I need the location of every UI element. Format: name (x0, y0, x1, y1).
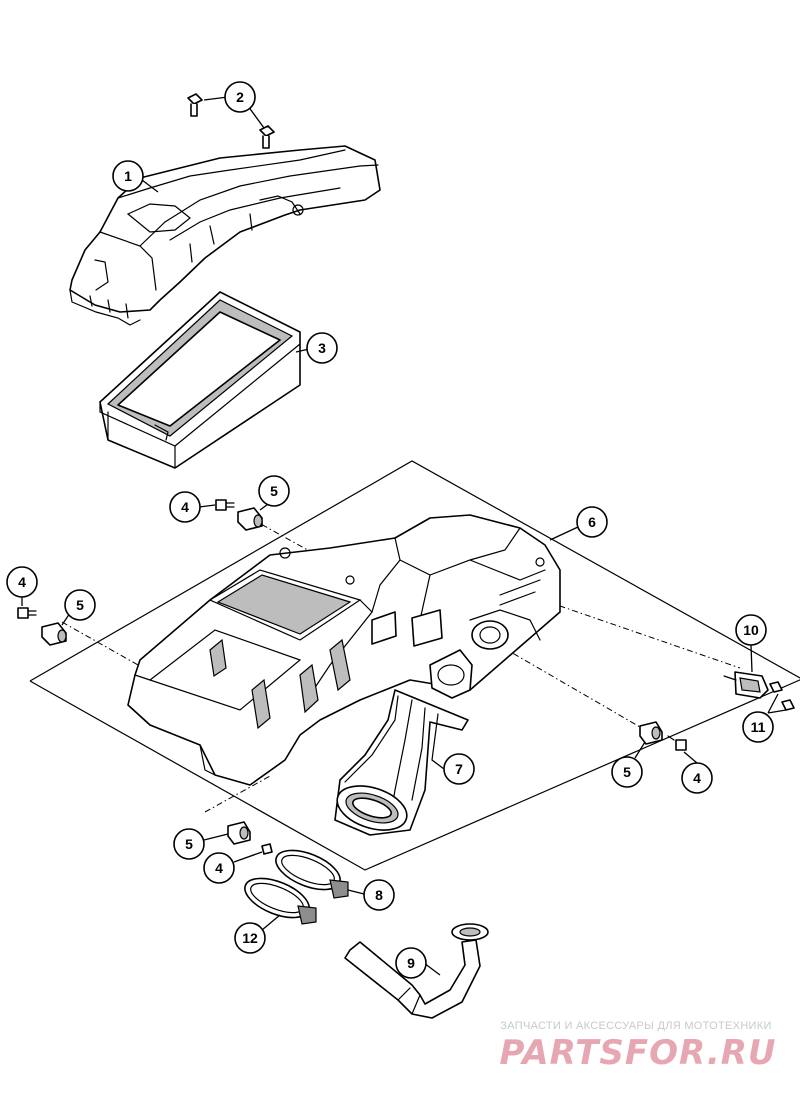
callout-5: 5 (64, 589, 96, 621)
screw-parts-2 (187, 93, 275, 149)
callout-4: 4 (6, 566, 38, 598)
hose-clamp-part-8 (275, 849, 349, 899)
callout-label: 5 (270, 483, 278, 499)
callout-5: 5 (173, 828, 205, 860)
callout-label: 6 (588, 514, 596, 530)
sensor-part-10 (723, 671, 769, 699)
callout-6: 6 (576, 506, 608, 538)
hose-clamp-part-12 (244, 877, 317, 925)
callout-label: 10 (743, 622, 759, 638)
breather-hose-part (344, 923, 489, 1019)
callout-11: 11 (742, 711, 774, 743)
callout-4: 4 (203, 852, 235, 884)
screw-parts-11 (769, 681, 795, 711)
bolt-parts-4 (17, 499, 687, 855)
callout-label: 7 (455, 761, 463, 777)
callout-label: 1 (124, 168, 132, 184)
callout-4: 4 (169, 491, 201, 523)
callout-label: 4 (181, 499, 189, 515)
callout-label: 4 (215, 860, 223, 876)
airbox-assembly-frame (29, 460, 800, 871)
callout-5: 5 (258, 475, 290, 507)
intake-duct-part (334, 689, 469, 836)
airbox-cover-part (69, 145, 381, 326)
callout-label: 3 (318, 340, 326, 356)
callout-8: 8 (363, 879, 395, 911)
callout-5: 5 (611, 756, 643, 788)
callout-label: 11 (751, 719, 766, 735)
callout-1: 1 (112, 160, 144, 192)
callout-9: 9 (395, 947, 427, 979)
airbox-part (127, 514, 561, 786)
callout-label: 5 (623, 764, 631, 780)
callout-label: 12 (242, 930, 258, 946)
callout-label: 8 (375, 887, 383, 903)
callout-2: 2 (224, 81, 256, 113)
callout-4: 4 (681, 762, 713, 794)
callout-label: 2 (236, 89, 244, 105)
callout-label: 4 (18, 574, 26, 590)
callout-label: 5 (185, 836, 193, 852)
callout-12: 12 (234, 922, 266, 954)
callout-label: 9 (407, 955, 415, 971)
air-filter-part (99, 291, 301, 469)
callout-10: 10 (735, 614, 767, 646)
rubber-bushing-parts (41, 507, 663, 845)
watermark-logo: PARTSFOR.RU (499, 1033, 777, 1073)
callout-3: 3 (306, 332, 338, 364)
callout-7: 7 (443, 753, 475, 785)
watermark-tagline: ЗАПЧАСТИ И АКСЕССУАРЫ ДЛЯ МОТОТЕХНИКИ (500, 1020, 772, 1032)
callout-label: 4 (693, 770, 701, 786)
callout-label: 5 (76, 597, 84, 613)
